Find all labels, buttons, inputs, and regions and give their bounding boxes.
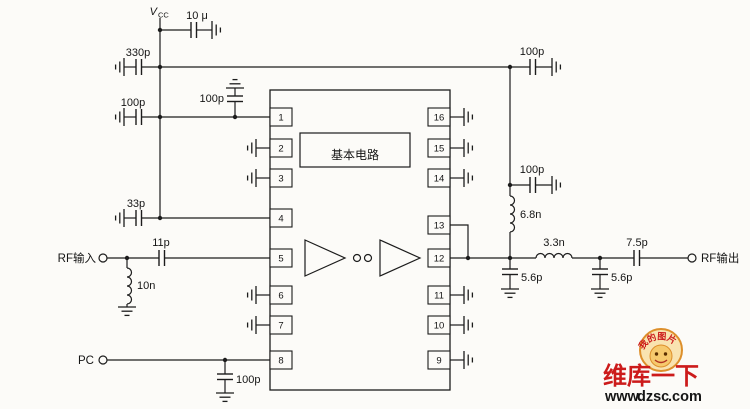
rf-output-label: RF输出 xyxy=(701,251,739,265)
pin-6: 6 xyxy=(278,291,283,302)
rf-input-terminal xyxy=(98,253,108,263)
stamp-eye-left xyxy=(654,352,659,356)
coupling-node-a xyxy=(352,253,362,263)
pin-12: 12 xyxy=(434,254,445,265)
pin-13: 13 xyxy=(434,221,445,232)
ind-3-3n-label: 3.3n xyxy=(543,237,564,249)
ic-pins-right xyxy=(427,107,451,370)
capacitor-100p-top-right xyxy=(529,58,537,76)
rf-output-terminal xyxy=(687,253,697,263)
capacitor-33p xyxy=(135,209,143,227)
capacitor-100p-mid-right xyxy=(529,176,537,194)
cap-11p-label: 11p xyxy=(152,237,170,249)
stamp-face-icon xyxy=(649,344,673,368)
capacitor-5-6p-a xyxy=(501,268,519,276)
stamp-eye-right xyxy=(663,352,668,356)
ic-pins-left xyxy=(269,107,293,370)
pin-9: 9 xyxy=(436,356,441,367)
pin-1: 1 xyxy=(278,113,283,124)
cap-5-6p-a-label: 5.6p xyxy=(521,272,542,284)
ind-10n-label: 10n xyxy=(137,280,155,292)
ic-pin-numbers-left: 1 2 3 4 5 6 7 8 xyxy=(278,113,283,367)
pc-terminal xyxy=(98,355,108,365)
cap-100p-pc-label: 100p xyxy=(236,374,260,386)
ic-core-label: 基本电路 xyxy=(331,147,379,162)
pin-3: 3 xyxy=(278,174,283,185)
inductor-3-3n xyxy=(535,252,573,259)
pin-8: 8 xyxy=(278,356,283,367)
capacitor-100p-top-center xyxy=(226,95,244,103)
pin-2: 2 xyxy=(278,144,283,155)
inductor-6-8n xyxy=(509,195,516,233)
watermark-url-com: .com xyxy=(668,389,702,405)
vcc-label: V xyxy=(150,6,159,18)
pin-11: 11 xyxy=(434,291,444,302)
stamp-mouth xyxy=(654,359,668,364)
pin-16: 16 xyxy=(434,113,445,124)
cap-330p-label: 330p xyxy=(126,47,150,59)
pin-5: 5 xyxy=(278,254,283,265)
capacitor-5-6p-b xyxy=(591,268,609,276)
cap-100p-left-label: 100p xyxy=(121,97,145,109)
pin-14: 14 xyxy=(434,174,445,185)
ind-6-8n-label: 6.8n xyxy=(520,209,541,221)
capacitor-330p xyxy=(135,58,143,76)
pin-10: 10 xyxy=(434,321,445,332)
watermark-brand: 维库一下 xyxy=(603,362,699,390)
rf-input-label: RF输入 xyxy=(58,251,97,265)
pin-4: 4 xyxy=(278,214,283,225)
coupling-node-b xyxy=(363,253,373,263)
watermark-url-dzsc: dzsc xyxy=(637,389,669,405)
watermark-url-www: www. xyxy=(604,389,642,405)
cap-33p-label: 33p xyxy=(127,198,145,210)
cap-10u-label: 10 μ xyxy=(186,10,208,22)
amplifier-1-icon xyxy=(304,239,347,277)
vcc-sub-label: CC xyxy=(158,11,169,20)
amplifier-2-icon xyxy=(379,239,422,277)
capacitor-10u xyxy=(190,21,198,39)
ic-pin-numbers-right: 16 15 14 13 12 11 10 9 xyxy=(434,113,445,367)
junction-dots xyxy=(124,27,603,363)
cap-100p-top-label: 100p xyxy=(200,93,224,105)
cap-7-5p-label: 7.5p xyxy=(626,237,647,249)
cap-100p-top-right-label: 100p xyxy=(520,46,544,58)
capacitor-7-5p xyxy=(633,249,641,267)
capacitor-11p xyxy=(158,249,166,267)
inductor-10n xyxy=(126,267,133,305)
capacitor-100p-pc xyxy=(216,373,234,381)
ic-core-block xyxy=(299,132,411,168)
watermark-logo: 我的图片 维库一下 www. dzsc .com xyxy=(603,328,702,405)
pin-15: 15 xyxy=(434,144,445,155)
pc-label: PC xyxy=(78,355,94,367)
cap-100p-mid-right-label: 100p xyxy=(520,164,544,176)
pin-7: 7 xyxy=(278,321,283,332)
capacitor-100p-left xyxy=(135,108,143,126)
cap-5-6p-b-label: 5.6p xyxy=(611,272,632,284)
